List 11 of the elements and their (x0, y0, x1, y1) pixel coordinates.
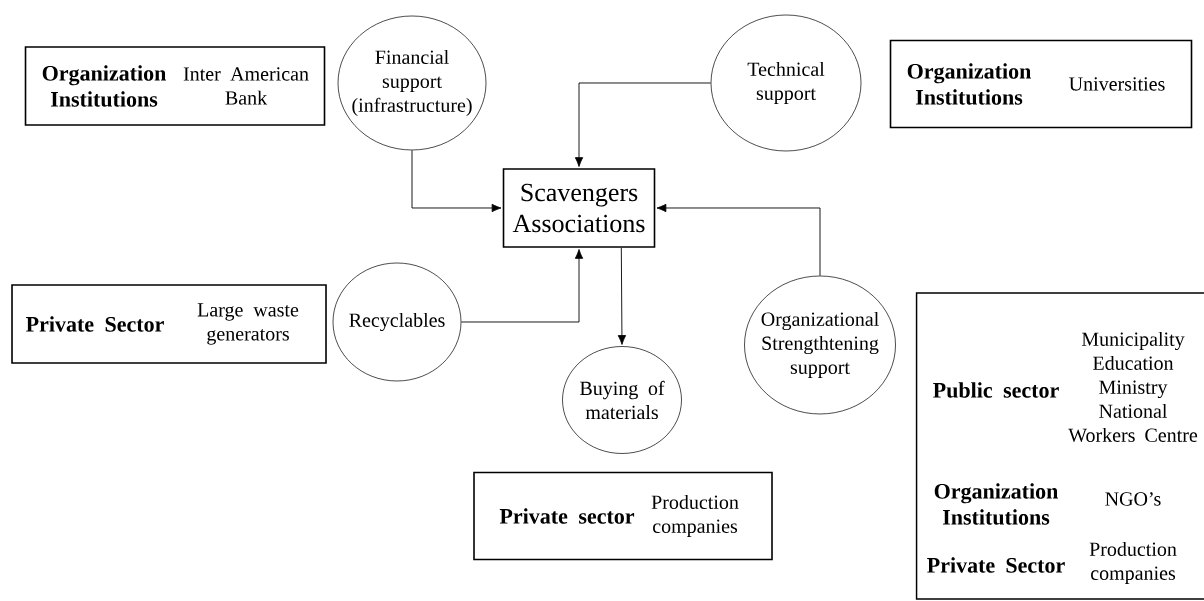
actor-box: Organization Institutions Universities (889, 39, 1193, 129)
actor-box: Public sector Municipality Education Ministry National Workers Centre Organization Institutions NGO’s Private Sector Production companies (915, 292, 1204, 600)
central-box: Scavengers Associations (502, 168, 656, 248)
actor-box: Organization Institutions Inter American Bank (24, 46, 326, 126)
actor-box: Private sector Production companies (473, 471, 773, 561)
arrow (411, 149, 502, 213)
arrow (656, 203, 821, 277)
arrow (574, 82, 712, 167)
arrow (460, 249, 584, 323)
arrow (617, 247, 627, 345)
actor-box: Private Sector Large waste generators (11, 284, 327, 364)
